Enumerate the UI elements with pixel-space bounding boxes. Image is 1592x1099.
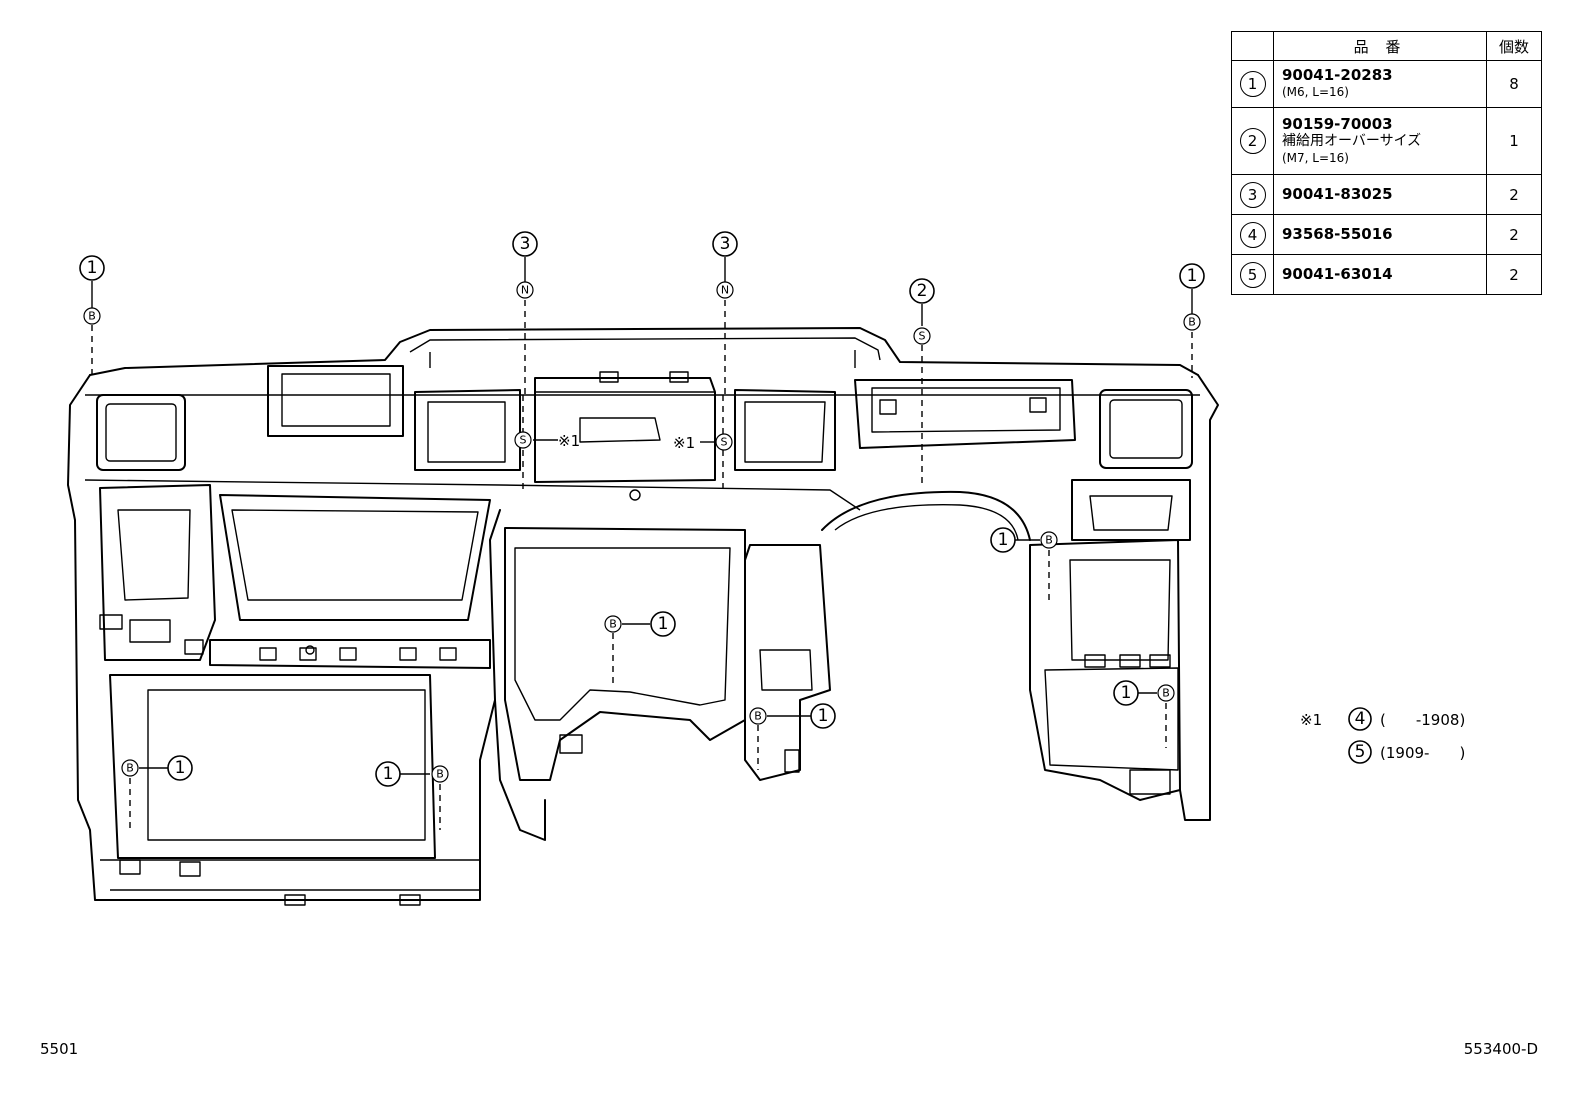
- svg-text:B: B: [1045, 534, 1053, 547]
- svg-text:S: S: [721, 436, 728, 449]
- part-number: 90041-63014: [1282, 265, 1393, 283]
- footnote: ※1 4 ( -1908) 5 (1909- ): [1300, 707, 1465, 764]
- footnote-item-4-range: ( -1908): [1380, 711, 1465, 729]
- dashboard-panel-outline: [67, 327, 1219, 906]
- row-index: 5: [1239, 261, 1266, 288]
- table-row: 5 90041-63014 2: [1231, 254, 1542, 295]
- svg-text:1: 1: [175, 758, 186, 778]
- part-note: 補給用オーバーサイズ: [1282, 132, 1422, 149]
- page-code-left: 5501: [40, 1040, 79, 1058]
- svg-text:B: B: [1188, 316, 1196, 329]
- part-qty: 2: [1486, 214, 1542, 255]
- callout-number-1-lower-left: 1: [167, 755, 193, 781]
- footnote-item-5: 5: [1355, 742, 1366, 762]
- table-header: 品 番 個数: [1231, 31, 1542, 61]
- bolt-marker-b-top-right: B: [1183, 313, 1201, 331]
- callout-number-2: 2: [909, 278, 935, 304]
- svg-text:3: 3: [720, 234, 731, 254]
- callout-number-1-center-lower: 1: [810, 703, 836, 729]
- part-number: 90041-83025: [1282, 185, 1393, 203]
- callout-number-1-right-upper: 1: [990, 527, 1016, 553]
- svg-text:B: B: [609, 618, 617, 631]
- svg-text:1: 1: [658, 614, 669, 634]
- row-index: 4: [1239, 221, 1266, 248]
- table-row: 3 90041-83025 2: [1231, 174, 1542, 215]
- bolt-marker-b-right-lower: B: [1157, 684, 1175, 702]
- footnote-mark: ※1: [1300, 711, 1322, 729]
- svg-text:3: 3: [520, 234, 531, 254]
- svg-text:N: N: [721, 284, 729, 297]
- bolt-marker-b-lower-mid: B: [431, 765, 449, 783]
- callout-number-1-lower-mid: 1: [375, 761, 401, 787]
- svg-text:B: B: [436, 768, 444, 781]
- svg-text:1: 1: [1187, 266, 1198, 286]
- svg-text:1: 1: [998, 530, 1009, 550]
- fastener-leader-lines: [91, 257, 1193, 830]
- svg-text:1: 1: [87, 258, 98, 278]
- svg-text:S: S: [520, 434, 527, 447]
- callout-number-3-left: 3: [512, 231, 538, 257]
- part-number: 90041-20283: [1282, 66, 1393, 84]
- bolt-marker-s-left: S: [514, 431, 532, 449]
- footnote-item-4: 4: [1355, 709, 1366, 729]
- part-number: 90159-70003: [1282, 114, 1393, 133]
- svg-text:2: 2: [917, 281, 928, 301]
- bolt-marker-s-right: S: [715, 433, 733, 451]
- svg-text:N: N: [521, 284, 529, 297]
- ref-mark-right: ※1: [673, 434, 695, 452]
- part-qty: 1: [1486, 107, 1542, 175]
- header-part-number: 品 番: [1273, 31, 1487, 61]
- svg-text:1: 1: [1121, 683, 1132, 703]
- bolt-marker-n-right: N: [716, 281, 734, 299]
- bolt-marker-b-right-upper: B: [1040, 531, 1058, 549]
- callout-number-1-center: 1: [650, 611, 676, 637]
- parts-table: 品 番 個数 1 90041-20283 (M6, L=16) 8 2 9015…: [1231, 31, 1542, 295]
- bolt-marker-b-lower-left: B: [121, 759, 139, 777]
- table-row: 2 90159-70003 補給用オーバーサイズ (M7, L=16) 1: [1231, 107, 1542, 175]
- table-row: 1 90041-20283 (M6, L=16) 8: [1231, 60, 1542, 108]
- bolt-marker-s-top: S: [913, 327, 931, 345]
- svg-text:B: B: [126, 762, 134, 775]
- part-qty: 2: [1486, 254, 1542, 295]
- bolt-marker-n-left: N: [516, 281, 534, 299]
- svg-text:S: S: [919, 330, 926, 343]
- table-row: 4 93568-55016 2: [1231, 214, 1542, 255]
- part-qty: 8: [1486, 60, 1542, 108]
- row-index: 3: [1239, 181, 1266, 208]
- footnote-item-5-range: (1909- ): [1380, 744, 1465, 762]
- callout-number-1-right-lower: 1: [1113, 680, 1139, 706]
- bolt-marker-b-center: B: [604, 615, 622, 633]
- row-index: 1: [1239, 71, 1266, 97]
- bolt-marker-b: B: [83, 307, 101, 325]
- page-code-right: 553400-D: [1463, 1040, 1538, 1058]
- part-qty: 2: [1486, 174, 1542, 215]
- header-qty: 個数: [1486, 31, 1542, 61]
- callout-number-1-top-left: 1: [79, 255, 105, 281]
- callout-number-1-top-right: 1: [1179, 263, 1205, 289]
- part-number: 93568-55016: [1282, 225, 1393, 243]
- svg-text:B: B: [88, 310, 96, 323]
- callout-number-3-right: 3: [712, 231, 738, 257]
- row-index: 2: [1239, 128, 1266, 154]
- svg-text:1: 1: [383, 764, 394, 784]
- bolt-marker-b-center-lower: B: [749, 707, 767, 725]
- svg-text:B: B: [754, 710, 762, 723]
- ref-mark-left: ※1: [558, 432, 580, 450]
- part-spec: (M6, L=16): [1282, 85, 1349, 99]
- part-spec: (M7, L=16): [1282, 150, 1349, 165]
- svg-text:1: 1: [818, 706, 829, 726]
- svg-text:B: B: [1162, 687, 1170, 700]
